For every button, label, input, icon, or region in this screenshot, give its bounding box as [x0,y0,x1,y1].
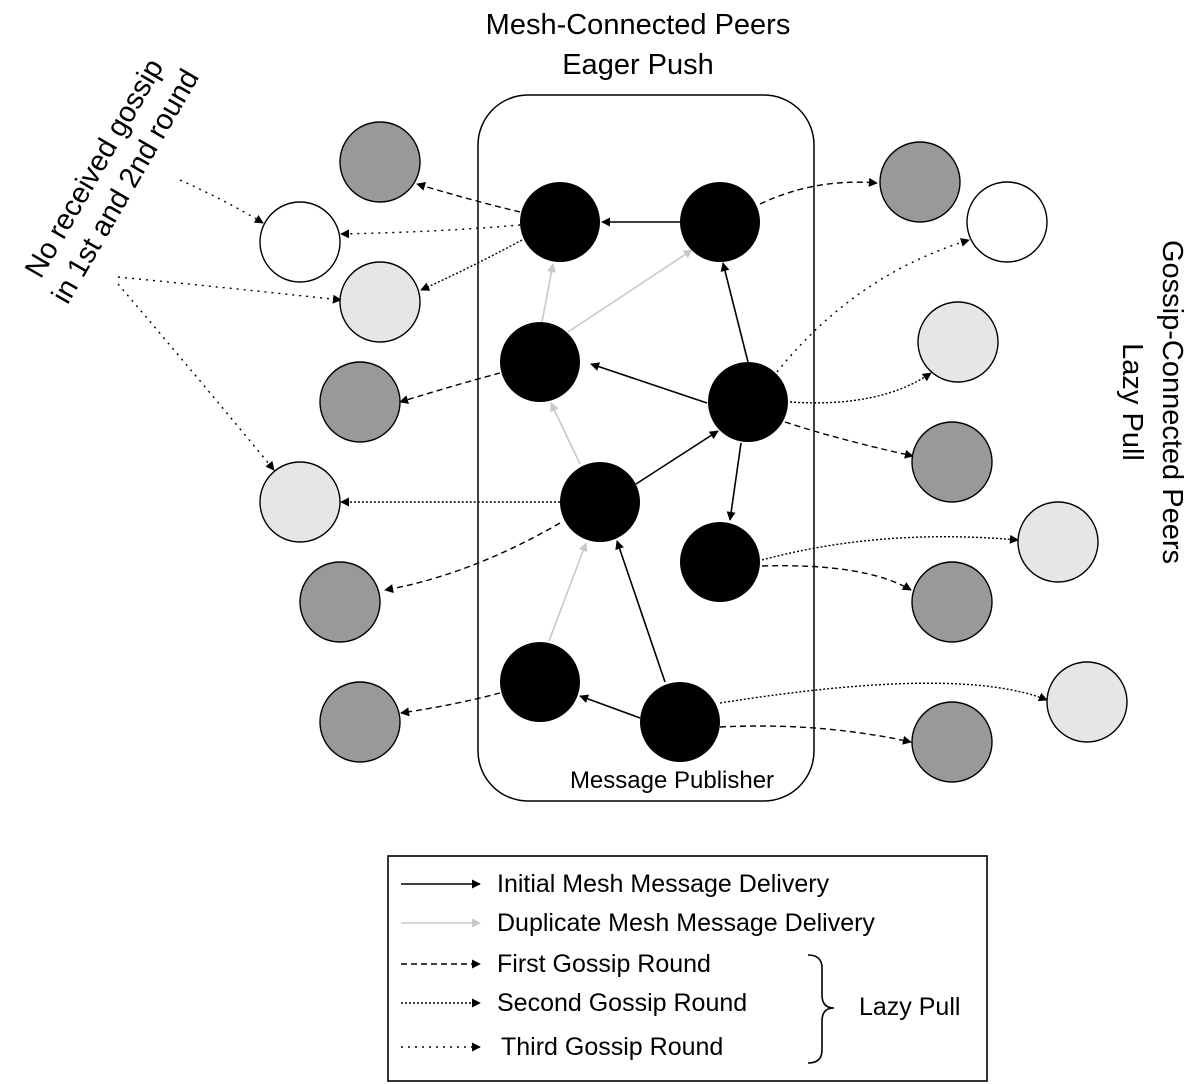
mesh-node [680,182,760,262]
first-round-edge [399,372,501,404]
second-round-node [917,301,999,383]
second-round-node [1017,501,1099,583]
second-round-edge [420,239,523,291]
right-label-line1: Gossip-Connected Peers [1156,240,1188,564]
first-round-node [319,361,401,443]
right-label-line2: Lazy Pull [1116,343,1148,461]
second-round-nodes [259,261,1128,743]
third-round-edge [776,238,970,373]
first-round-edge [759,177,878,205]
first-round-edge [719,725,912,745]
third-round-edges [117,179,970,471]
initial-edge [579,694,641,719]
first-round-node [911,421,993,503]
mesh-container [477,94,815,802]
mesh-node [708,362,788,442]
third-round-edge [340,224,521,239]
first-round-edge [784,421,914,459]
first-round-edges [384,177,914,745]
initial-edge [615,540,666,683]
legend-label-second-round: Second Gossip Round [497,989,747,1017]
duplicate-edge [550,402,581,465]
second-round-node [259,461,341,543]
mesh-node [560,462,640,542]
first-round-node [319,681,401,763]
initial-mesh-edges [579,217,749,719]
legend-label-first-round: First Gossip Round [497,950,711,978]
mesh-node [680,522,760,602]
first-round-edge [384,522,561,594]
diagram-title-line2: Eager Push [562,49,714,81]
first-round-node [339,121,421,203]
second-round-node [1046,661,1128,743]
legend-label-initial: Initial Mesh Message Delivery [497,870,830,898]
legend-brace-label: Lazy Pull [859,993,960,1021]
legend-box [387,855,988,1082]
first-round-node [911,561,993,643]
initial-edge [720,262,749,363]
mesh-nodes [500,182,788,762]
first-round-nodes [299,121,993,783]
diagram-title-line1: Mesh-Connected Peers [486,9,791,41]
initial-edge [726,442,742,521]
mesh-node [500,322,580,402]
duplicate-edge [567,249,693,333]
right-side-label: Gossip-Connected Peers Lazy Pull [1116,240,1188,564]
third-round-edge [117,283,275,471]
second-round-edge [789,372,932,404]
mesh-node [500,642,580,722]
third-round-edge [179,179,264,224]
legend-label-duplicate: Duplicate Mesh Message Delivery [497,909,875,937]
left-side-label: No received gossip in 1st and 2nd round [19,54,206,309]
publisher-label: Message Publisher [570,767,774,794]
third-round-edge [117,276,342,304]
second-round-edge [719,682,1048,704]
duplicate-edge [541,263,556,323]
first-round-node [299,561,381,643]
first-round-node [879,141,961,223]
third-round-node [259,201,341,283]
legend-brace [807,954,835,1064]
first-round-node [911,701,993,783]
second-round-edge [761,534,1019,561]
publisher-node [640,682,720,762]
second-round-node [339,261,421,343]
duplicate-edge [548,542,588,642]
duplicate-edges [541,249,693,642]
initial-edge [635,430,719,485]
legend-label-third-round: Third Gossip Round [501,1033,723,1061]
legend: Initial Mesh Message Delivery Duplicate … [387,855,988,1082]
third-round-nodes [259,181,1048,283]
mesh-node [520,182,600,262]
first-round-edge [761,565,912,591]
second-round-edges [340,239,1048,704]
initial-edge [590,362,708,404]
third-round-node [966,181,1048,263]
first-round-edge [416,182,521,213]
first-round-edge [400,692,501,717]
